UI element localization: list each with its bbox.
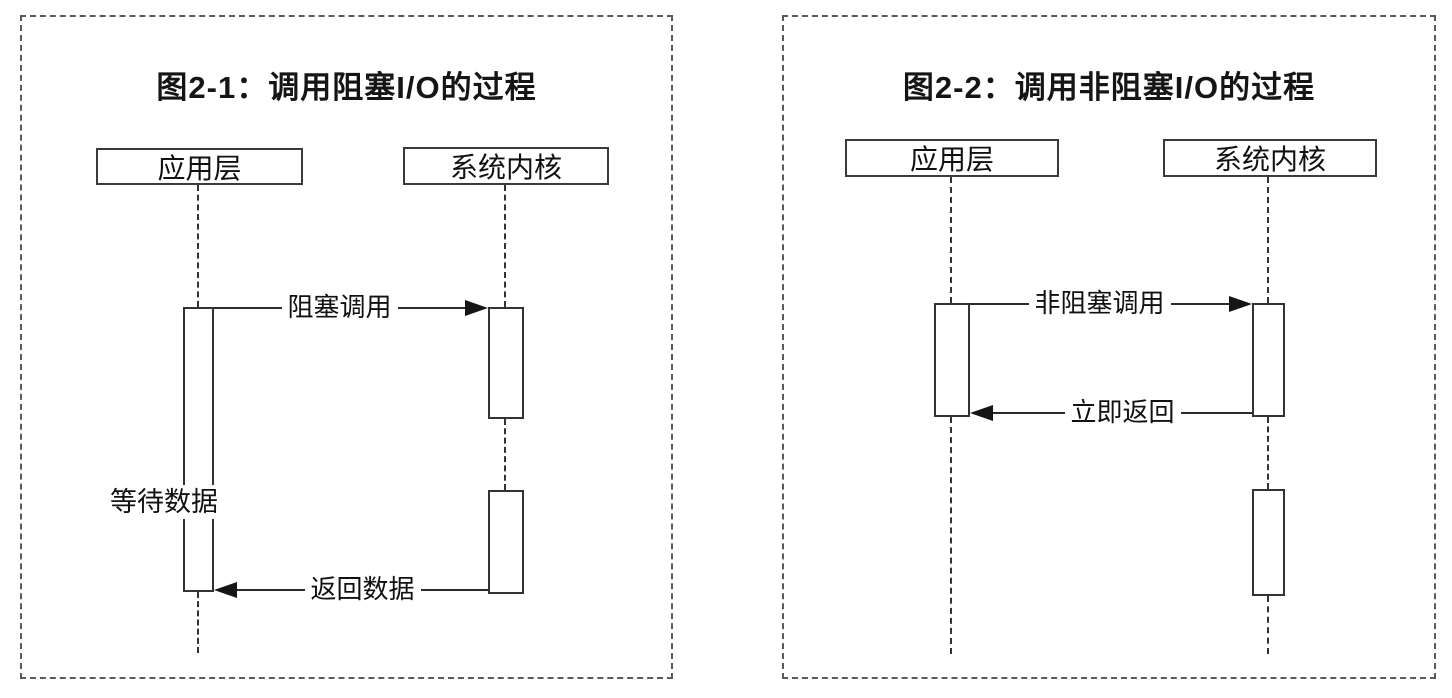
activation-bar-app xyxy=(183,307,214,592)
arrowhead-right-icon xyxy=(465,300,489,316)
message-arrow-nonblocking-call: 非阻塞调用 xyxy=(970,286,1253,322)
actor-label: 应用层 xyxy=(157,153,242,185)
lifeline-app-upper xyxy=(950,177,952,303)
activation-bar-kernel-2 xyxy=(1252,489,1285,596)
lifeline-app-tail xyxy=(950,417,952,654)
lifeline-kernel-middle xyxy=(1267,417,1269,489)
lifeline-kernel-upper xyxy=(1267,177,1269,303)
message-label: 非阻塞调用 xyxy=(1028,286,1171,322)
arrow-line xyxy=(993,412,1065,414)
arrow-line xyxy=(1180,412,1253,414)
activation-bar-kernel-1 xyxy=(1252,303,1285,417)
arrow-line xyxy=(1170,303,1230,305)
actor-label: 系统内核 xyxy=(1213,145,1326,176)
figure-title: 图2-1：调用阻塞I/O的过程 xyxy=(156,70,537,105)
arrow-line xyxy=(237,589,305,591)
lifeline-app-tail xyxy=(197,592,199,653)
activation-bar-kernel-2 xyxy=(488,490,524,594)
actor-label: 系统内核 xyxy=(449,153,562,184)
actor-box-application-layer: 应用层 xyxy=(96,148,303,185)
message-arrow-return-data: 返回数据 xyxy=(214,572,489,608)
activation-bar-kernel-1 xyxy=(488,307,524,419)
message-label: 返回数据 xyxy=(304,572,421,608)
lifeline-app-upper xyxy=(197,185,199,307)
lifeline-kernel-middle xyxy=(504,419,506,490)
activation-bar-app xyxy=(934,303,970,417)
arrow-line xyxy=(970,303,1029,305)
actor-box-system-kernel: 系统内核 xyxy=(403,147,609,185)
arrow-line xyxy=(214,307,282,309)
arrow-line xyxy=(397,307,466,309)
message-arrow-blocking-call: 阻塞调用 xyxy=(214,290,489,326)
figure-title: 图2-2：调用非阻塞I/O的过程 xyxy=(902,70,1316,105)
arrowhead-left-icon xyxy=(970,405,993,421)
message-label: 立即返回 xyxy=(1064,395,1181,431)
arrowhead-right-icon xyxy=(1229,296,1253,312)
message-label: 阻塞调用 xyxy=(281,290,398,326)
actor-box-system-kernel: 系统内核 xyxy=(1163,139,1377,177)
arrowhead-left-icon xyxy=(214,582,237,598)
side-note-waiting-data: 等待数据 xyxy=(108,485,220,519)
figure-panel-nonblocking-io: 图2-2：调用非阻塞I/O的过程 应用层 系统内核 非阻塞调用 立即返回 xyxy=(782,15,1436,679)
lifeline-kernel-upper xyxy=(504,185,506,307)
figure-panel-blocking-io: 图2-1：调用阻塞I/O的过程 应用层 系统内核 阻塞调用 返回数据 xyxy=(20,15,673,679)
arrow-line xyxy=(420,589,489,591)
actor-box-application-layer: 应用层 xyxy=(845,139,1059,177)
lifeline-kernel-tail xyxy=(1267,596,1269,654)
message-arrow-immediate-return: 立即返回 xyxy=(970,395,1253,431)
actor-label: 应用层 xyxy=(909,145,994,176)
